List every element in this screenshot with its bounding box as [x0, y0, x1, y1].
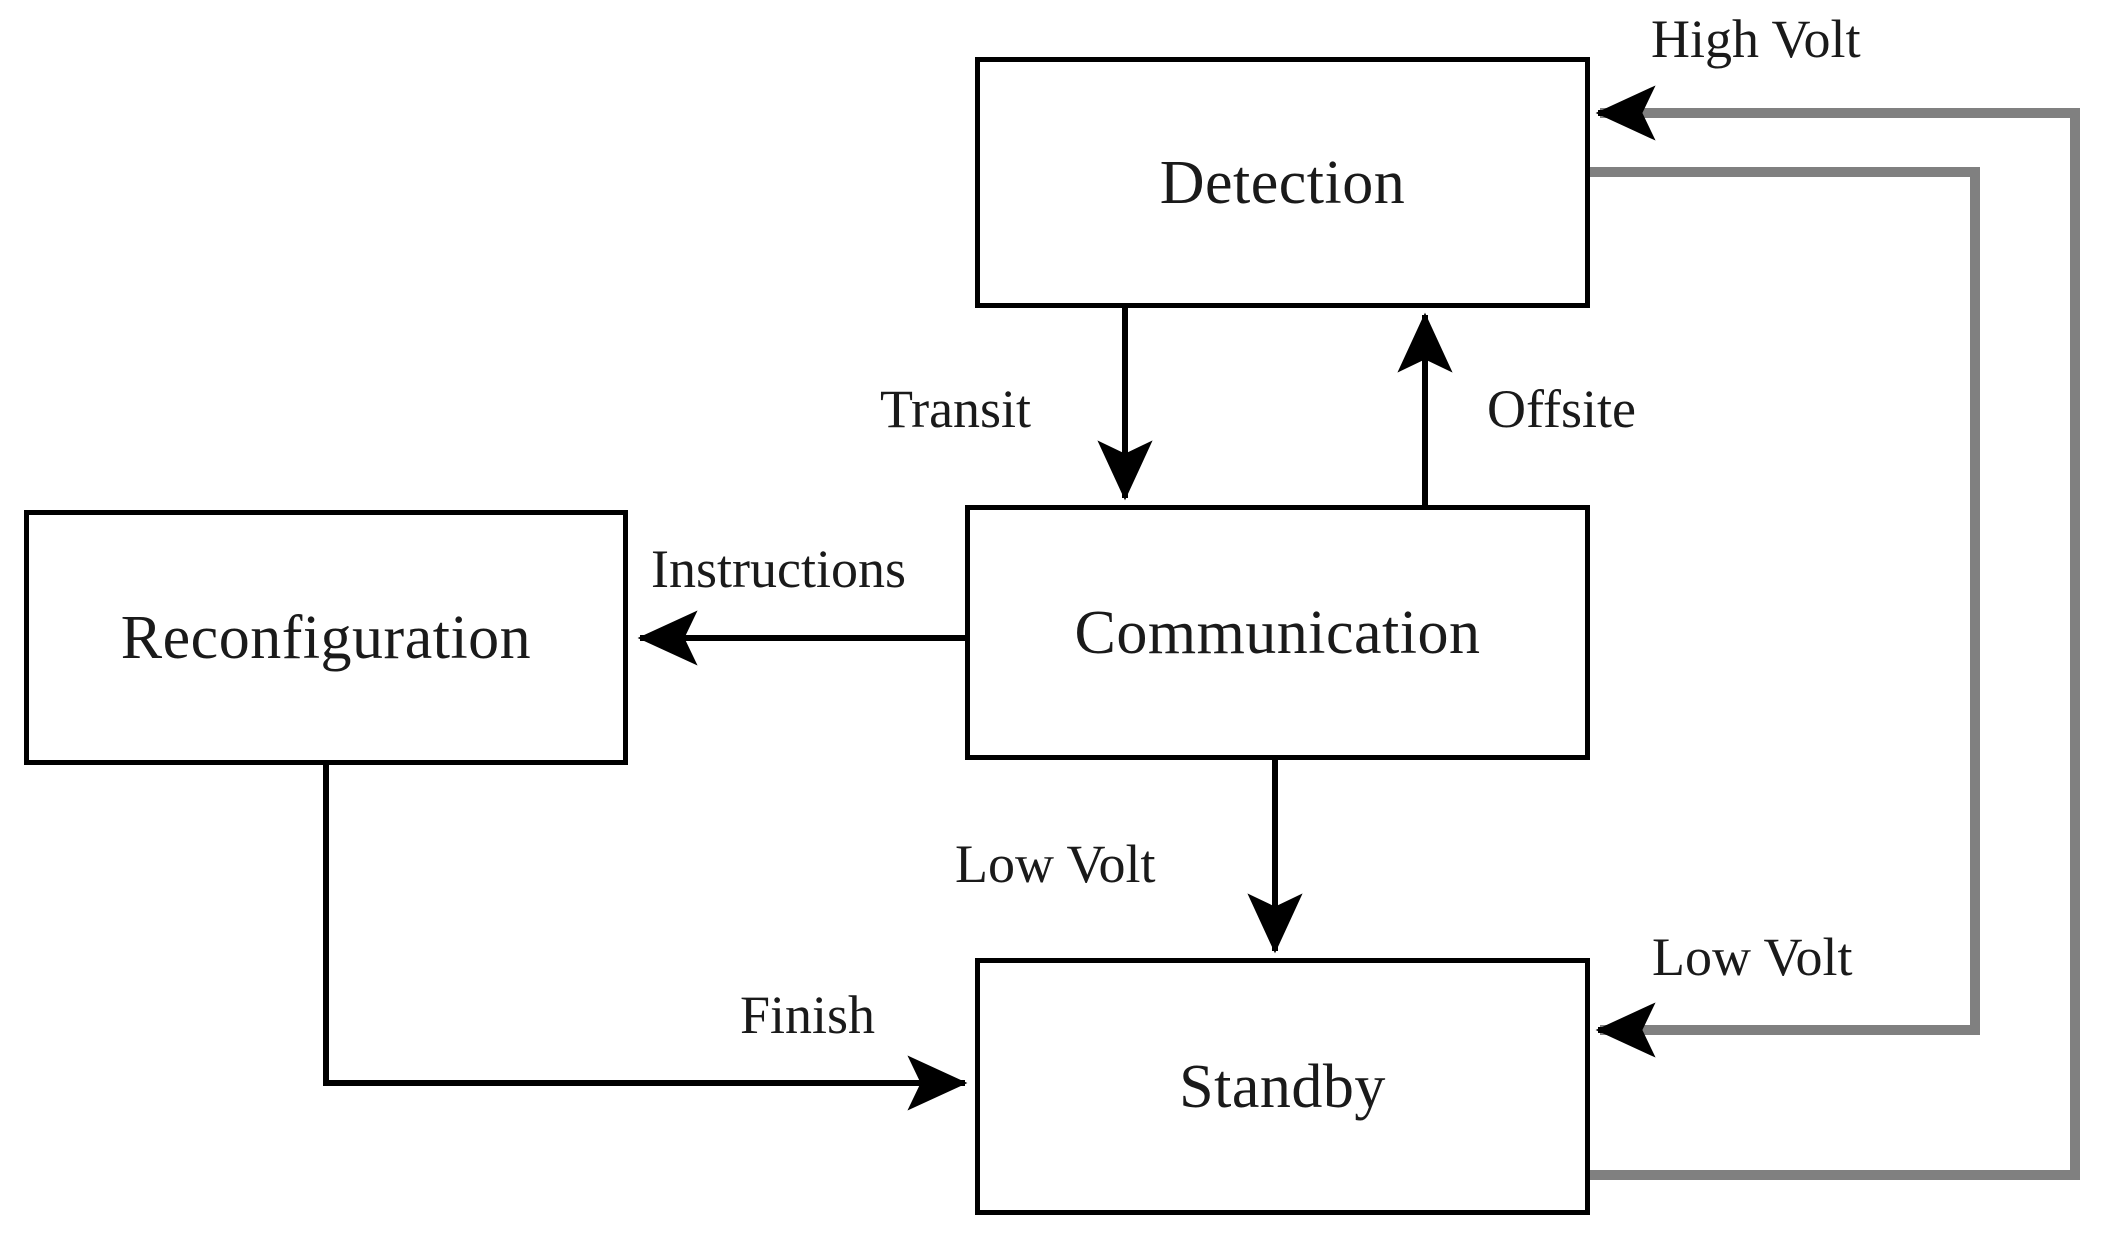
- node-standby-label: Standby: [1179, 1052, 1386, 1121]
- node-communication-label: Communication: [1074, 598, 1481, 667]
- edge-low-volt-right-path: [1590, 167, 1980, 1035]
- node-detection[interactable]: Detection: [975, 57, 1590, 308]
- edge-finish-path: [323, 765, 968, 1111]
- edge-label-low-volt-right: Low Volt: [1652, 927, 1853, 987]
- node-detection-label: Detection: [1159, 148, 1406, 217]
- edge-high-volt-path: [1590, 108, 2080, 1180]
- edge-label-offsite: Offsite: [1487, 379, 1636, 439]
- edge-label-instructions: Instructions: [651, 539, 906, 599]
- edge-label-finish: Finish: [740, 985, 876, 1045]
- edge-label-transit: Transit: [880, 379, 1032, 439]
- node-reconfiguration-label: Reconfiguration: [120, 603, 532, 672]
- edge-label-high-volt: High Volt: [1651, 9, 1861, 69]
- edge-label-low-volt-down: Low Volt: [955, 834, 1156, 894]
- node-reconfiguration[interactable]: Reconfiguration: [24, 510, 628, 765]
- node-standby[interactable]: Standby: [975, 958, 1590, 1215]
- node-communication[interactable]: Communication: [965, 505, 1590, 760]
